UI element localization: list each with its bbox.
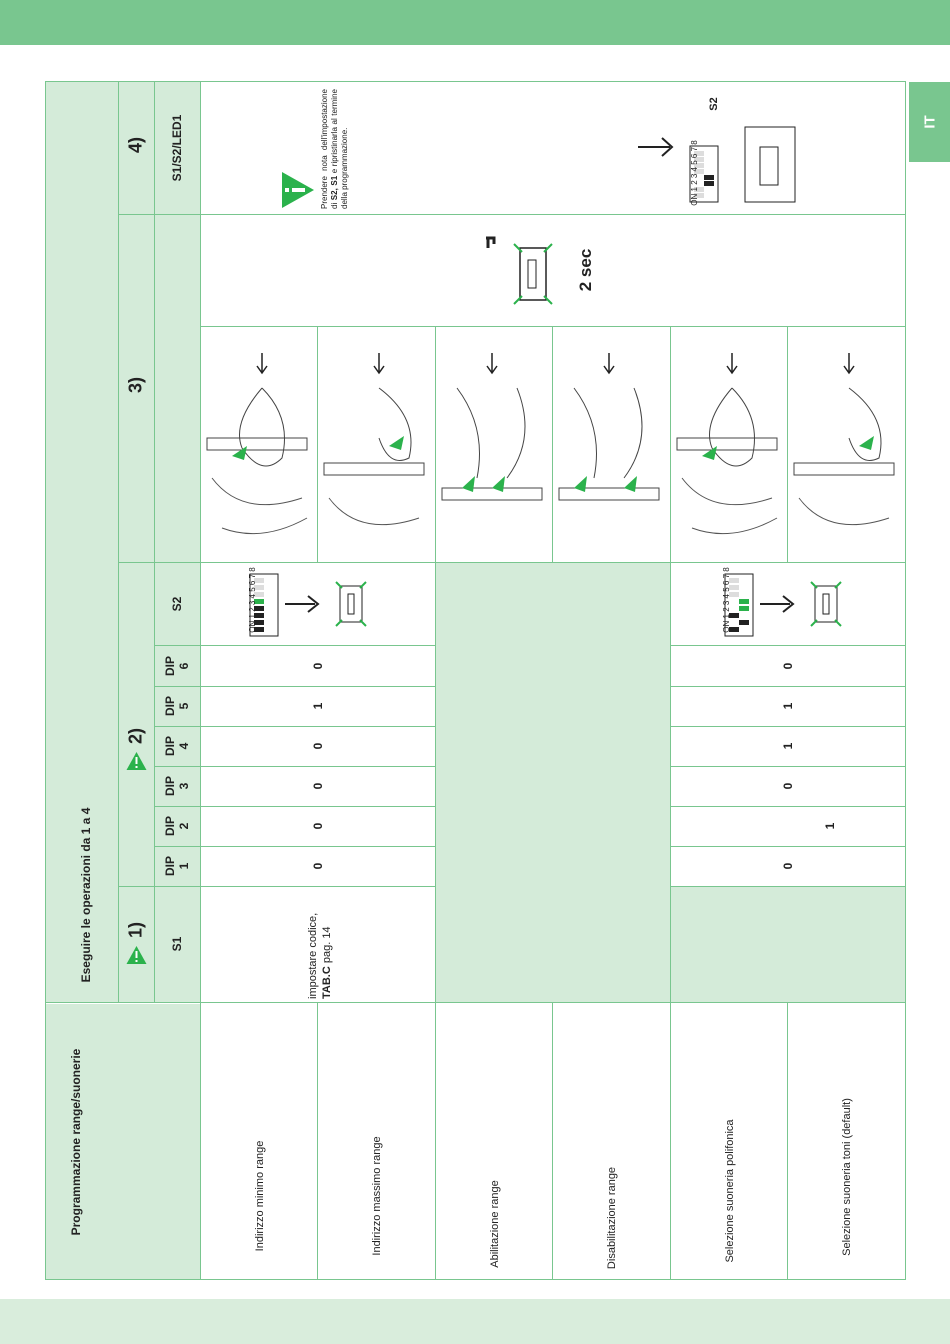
step2-header: 2) [118, 690, 154, 810]
dip-switch-icon [724, 573, 842, 637]
step4-s2-label: S2 [708, 97, 720, 111]
step4-dip-labels: ON 1 2 3 4 5 6 7 8 [690, 140, 699, 206]
dip-switch-icon [249, 573, 367, 637]
warning-icon [126, 946, 146, 965]
col-dip4: DIP 4 [163, 735, 191, 757]
hand-press-icon [323, 353, 425, 526]
row-label-max-range: Indirizzo massimo range [371, 1136, 383, 1256]
dip-labels-poly: ON 1 2 3 4 5 6 7 8 [722, 567, 731, 633]
s1-note: impostare codice, TAB.C pag. 14 [307, 912, 333, 999]
poly-dip3-value: 0 [781, 782, 795, 790]
s2-restore-icon [638, 126, 796, 203]
range-enable-shade [435, 562, 670, 1002]
step4-illustration [630, 92, 800, 207]
col-s2: S2 [170, 596, 184, 611]
dip6-value: 0 [311, 662, 325, 669]
section-title: Programmazione range/suonerie [69, 1048, 83, 1235]
top-bar [0, 0, 950, 45]
s2-dip-illustration-poly [715, 566, 865, 642]
poly-dip6-value: 0 [781, 662, 795, 669]
col-dip2: DIP 2 [163, 815, 191, 837]
hand-press-illustration-5 [672, 328, 786, 560]
dip4-value: 0 [311, 742, 325, 750]
poly-dip5-value: 1 [781, 702, 795, 710]
s2-dip-illustration-range [240, 566, 390, 642]
step1-shade [670, 886, 905, 1002]
row-label-tones: Selezione suoneria toni (default) [841, 1097, 853, 1256]
bottom-bar [0, 1299, 950, 1344]
dip-labels-range: ON 1 2 3 4 5 6 7 8 [248, 567, 257, 633]
step4-header: 4) [125, 136, 146, 154]
press-duration: 2 sec [576, 248, 595, 292]
column-header-band [46, 82, 200, 1002]
hand-press-illustration-4 [554, 328, 668, 560]
hand-press-illustration-3 [437, 328, 551, 560]
dip1-value: 0 [311, 862, 325, 870]
row-label-enable-range: Abilitazione range [488, 1180, 501, 1268]
col-dip3: DIP 3 [163, 775, 191, 797]
row-label-disable-range: Disabilitazione range [606, 1167, 618, 1270]
step1-header: 1) [118, 888, 154, 1000]
programming-table [45, 81, 906, 1280]
step4-note: Prendere nota dell'impostazione di S2, S… [320, 89, 349, 209]
hand-press-icon [676, 353, 778, 535]
col-dip1: DIP 1 [163, 855, 191, 877]
two-hands-press-icon [558, 353, 660, 501]
two-hands-press-icon [441, 353, 543, 501]
step3-header: 3) [125, 376, 146, 394]
language-tab[interactable]: IT [909, 82, 950, 162]
poly-dip2-value: 1 [823, 822, 837, 830]
hand-press-illustration-2 [319, 328, 433, 560]
poly-dip4-value: 1 [781, 742, 795, 750]
section-header-cell: Programmazione range/suonerie [46, 1004, 200, 1279]
col-dip6: DIP 6 [163, 655, 191, 676]
row-label-min-range: Indirizzo minimo range [253, 1140, 266, 1252]
led-icon [486, 236, 553, 305]
col-dip5: DIP 5 [163, 695, 191, 717]
hand-press-icon [206, 353, 308, 535]
step4-warning-icon [278, 172, 318, 208]
hand-press-illustration-6 [789, 328, 903, 560]
led-blink-illustration [480, 228, 560, 308]
dip5-value: 1 [311, 702, 325, 710]
poly-dip1-value: 0 [781, 862, 795, 870]
col-s1s2led1: S1/S2/LED1 [170, 114, 184, 182]
warning-icon [282, 172, 314, 208]
hand-press-illustration-1 [202, 328, 316, 560]
hand-press-icon [793, 353, 895, 526]
instruction: Eseguire le operazioni da 1 a 4 [79, 807, 93, 983]
warning-icon [126, 752, 146, 771]
dip2-value: 0 [311, 822, 325, 830]
dip3-value: 0 [311, 782, 325, 790]
col-s1: S1 [170, 936, 184, 952]
row-label-polyphonic: Selezione suoneria polifonica [723, 1119, 736, 1263]
